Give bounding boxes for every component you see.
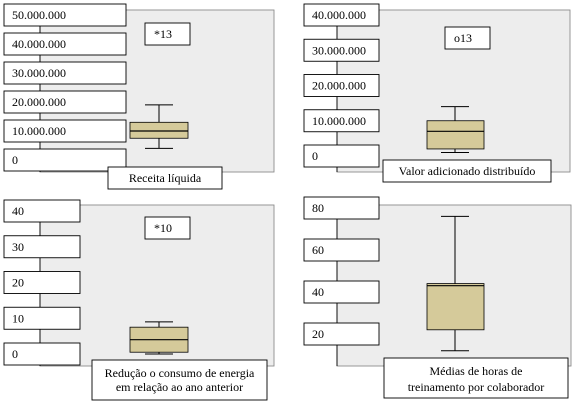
- tick-label: 40.000.000: [12, 37, 66, 51]
- tick-label-box: [303, 74, 380, 97]
- variable-label: Receita líquida: [129, 171, 202, 185]
- tick-label: 60: [312, 243, 324, 257]
- outlier-label-box: [144, 22, 191, 46]
- tick-label: 0: [12, 347, 18, 361]
- tick-label-box: [3, 271, 81, 294]
- variable-label: Redução o consumo de energia: [105, 366, 255, 380]
- tick-label-box: [3, 235, 81, 259]
- tick-label-box: [303, 3, 380, 27]
- variable-label-box: [382, 159, 552, 183]
- outlier-label-box: [444, 26, 491, 50]
- tick-label: 30: [12, 240, 24, 254]
- variable-label: Médias de horas de: [430, 364, 523, 378]
- tick-label: 80: [312, 201, 324, 215]
- tick-label-box: [3, 148, 127, 172]
- variable-label: em relação ao ano anterior: [116, 380, 243, 394]
- variable-label-box: [91, 359, 268, 401]
- tick-label: 40: [312, 285, 324, 299]
- tick-label-box: [303, 238, 380, 262]
- tick-label-box: [303, 280, 380, 304]
- tick-label: 20: [12, 276, 24, 290]
- tick-label: 20.000.000: [312, 79, 366, 93]
- tick-label: 40: [12, 204, 24, 218]
- tick-label-box: [3, 3, 127, 27]
- tick-label-box: [3, 32, 127, 56]
- outlier-label: o13: [454, 31, 472, 45]
- tick-label: 30.000.000: [312, 43, 366, 57]
- tick-label: 0: [312, 149, 318, 163]
- variable-label: Valor adicionado distribuído: [399, 164, 536, 178]
- outlier-label: *10: [154, 221, 172, 235]
- tick-label: 30.000.000: [12, 66, 66, 80]
- box-iqr: [426, 283, 485, 331]
- tick-label-box: [3, 342, 81, 366]
- tick-label-box: [303, 144, 380, 168]
- variable-label: treinamento por colaborador: [408, 380, 545, 394]
- tick-label-box: [3, 306, 81, 330]
- tick-label-box: [303, 322, 380, 346]
- tick-label-box: [303, 38, 380, 62]
- tick-label: 10.000.000: [12, 124, 66, 138]
- tick-label: 10: [12, 311, 24, 325]
- outlier-label-box: [144, 216, 191, 240]
- tick-label-box: [3, 61, 127, 85]
- tick-label-box: [3, 119, 127, 143]
- tick-label-box: [303, 109, 380, 133]
- variable-label-box: [107, 166, 223, 190]
- tick-label: 40.000.000: [312, 8, 366, 22]
- tick-label-box: [303, 196, 380, 220]
- tick-label: 10.000.000: [312, 114, 366, 128]
- tick-label-box: [3, 199, 81, 223]
- box-iqr: [426, 120, 485, 150]
- tick-label: 0: [12, 153, 18, 167]
- tick-label-box: [3, 90, 127, 114]
- tick-label: 50.000.000: [12, 8, 66, 22]
- box-iqr: [129, 121, 189, 139]
- outlier-label: *13: [154, 27, 172, 41]
- tick-label: 20.000.000: [12, 95, 66, 109]
- tick-label: 20: [312, 327, 324, 341]
- variable-label-box: [383, 357, 569, 399]
